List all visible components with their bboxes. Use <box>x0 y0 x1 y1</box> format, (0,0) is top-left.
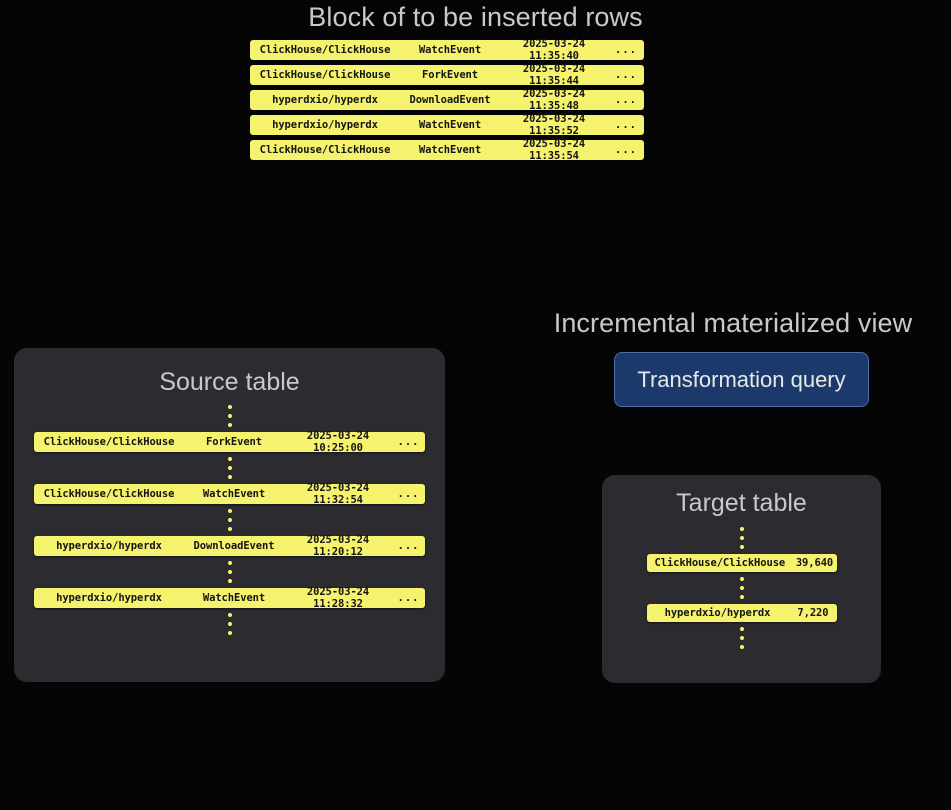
ellipsis-dot <box>227 613 232 617</box>
row-more-columns-ellipsis: ... <box>615 94 637 106</box>
table-row: hyperdxio/hyperdx WatchEvent 2025-03-24 11… <box>250 113 644 137</box>
row-repo: hyperdxio/hyperdx <box>272 94 378 106</box>
ellipsis-dot <box>227 414 232 418</box>
row-timestamp: 2025-03-24 11:28:32 <box>306 586 370 610</box>
row-repo: hyperdxio/hyperdx <box>664 607 771 619</box>
row-event: WatchEvent <box>202 592 266 604</box>
ellipsis-dot <box>227 405 232 409</box>
row-count: 7,220 <box>797 607 829 619</box>
ellipsis-dot <box>227 561 232 565</box>
row-timestamp: 2025-03-24 10:25:00 <box>306 430 370 454</box>
table-row: hyperdxio/hyperdx DownloadEvent 2025-03-24… <box>250 88 644 112</box>
target-table-panel: Target table ClickHouse/ClickHouse 39,640… <box>602 475 881 683</box>
row-timestamp: 2025-03-24 11:32:54 <box>306 482 370 506</box>
target-ellipsis <box>739 527 744 549</box>
ellipsis-dot <box>227 466 232 470</box>
row-more-columns-ellipsis: ... <box>615 144 637 156</box>
row-more-columns-ellipsis: ... <box>397 540 420 552</box>
source-ellipsis <box>34 457 425 479</box>
table-row: ClickHouse/ClickHouse ForkEvent 2025-03-24… <box>34 430 425 454</box>
source-ellipsis <box>34 405 425 427</box>
ellipsis-dot <box>227 622 232 626</box>
row-repo: ClickHouse/ClickHouse <box>259 144 391 156</box>
ellipsis-dot <box>227 509 232 513</box>
row-event: ForkEvent <box>422 69 478 81</box>
table-row: hyperdxio/hyperdx WatchEvent 2025-03-24 11… <box>34 586 425 610</box>
ellipsis-dot <box>739 577 744 581</box>
row-repo: ClickHouse/ClickHouse <box>43 488 175 500</box>
transformation-query-box[interactable]: Transformation query <box>614 352 869 407</box>
transformation-query-label: Transformation query <box>637 366 846 392</box>
ellipsis-dot <box>227 527 232 531</box>
materialized-view-title: Incremental materialized view <box>553 308 913 338</box>
row-event: ForkEvent <box>206 436 262 448</box>
table-row: hyperdxio/hyperdx 7,220 <box>646 604 837 622</box>
row-timestamp: 2025-03-24 11:35:48 <box>522 88 586 112</box>
ellipsis-dot <box>739 586 744 590</box>
ellipsis-dot <box>227 570 232 574</box>
ellipsis-dot <box>739 636 744 640</box>
row-repo: hyperdxio/hyperdx <box>56 592 162 604</box>
ellipsis-dot <box>739 595 744 599</box>
source-table-rows: ClickHouse/ClickHouse ForkEvent 2025-03-24… <box>34 405 425 635</box>
ellipsis-dot <box>227 518 232 522</box>
table-row: ClickHouse/ClickHouse 39,640 <box>646 554 837 572</box>
ellipsis-dot <box>739 645 744 649</box>
source-ellipsis <box>34 561 425 583</box>
target-ellipsis <box>739 577 744 599</box>
row-event: WatchEvent <box>418 119 482 131</box>
target-table-rows: ClickHouse/ClickHouse 39,640 hyperdxio/hyp… <box>602 522 881 654</box>
row-repo: hyperdxio/hyperdx <box>56 540 162 552</box>
ellipsis-dot <box>739 627 744 631</box>
row-repo: ClickHouse/ClickHouse <box>654 557 786 569</box>
row-more-columns-ellipsis: ... <box>615 44 637 56</box>
ellipsis-dot <box>227 631 232 635</box>
row-event: DownloadEvent <box>409 94 491 106</box>
row-event: WatchEvent <box>418 44 482 56</box>
target-table-title: Target table <box>676 489 807 517</box>
row-timestamp: 2025-03-24 11:35:54 <box>522 138 586 162</box>
ellipsis-dot <box>227 579 232 583</box>
source-ellipsis <box>34 509 425 531</box>
row-repo: ClickHouse/ClickHouse <box>43 436 175 448</box>
target-ellipsis <box>739 627 744 649</box>
source-ellipsis <box>34 613 425 635</box>
block-title: Block of to be inserted rows <box>308 2 643 32</box>
row-timestamp: 2025-03-24 11:35:44 <box>522 63 586 87</box>
row-timestamp: 2025-03-24 11:20:12 <box>306 534 370 558</box>
ellipsis-dot <box>227 457 232 461</box>
row-more-columns-ellipsis: ... <box>397 436 420 448</box>
table-row: ClickHouse/ClickHouse WatchEvent 2025-03-2… <box>250 138 644 162</box>
row-more-columns-ellipsis: ... <box>615 119 637 131</box>
row-timestamp: 2025-03-24 11:35:52 <box>522 113 586 137</box>
ellipsis-dot <box>739 536 744 540</box>
source-table-title: Source table <box>159 368 300 396</box>
row-event: WatchEvent <box>418 144 482 156</box>
source-table-panel: Source table ClickHouse/ClickHouse ForkEv… <box>14 348 445 682</box>
row-timestamp: 2025-03-24 11:35:40 <box>522 38 586 62</box>
row-event: WatchEvent <box>202 488 266 500</box>
row-more-columns-ellipsis: ... <box>615 69 637 81</box>
ellipsis-dot <box>227 423 232 427</box>
ellipsis-dot <box>739 545 744 549</box>
table-row: ClickHouse/ClickHouse ForkEvent 2025-03-24… <box>250 63 644 87</box>
row-repo: hyperdxio/hyperdx <box>272 119 378 131</box>
table-row: ClickHouse/ClickHouse WatchEvent 2025-03-2… <box>250 38 644 62</box>
table-row: hyperdxio/hyperdx DownloadEvent 2025-03-24… <box>34 534 425 558</box>
ellipsis-dot <box>227 475 232 479</box>
row-count: 39,640 <box>795 557 834 569</box>
ellipsis-dot <box>739 527 744 531</box>
row-more-columns-ellipsis: ... <box>397 488 420 500</box>
row-event: DownloadEvent <box>193 540 275 552</box>
row-repo: ClickHouse/ClickHouse <box>259 44 391 56</box>
row-repo: ClickHouse/ClickHouse <box>259 69 391 81</box>
table-row: ClickHouse/ClickHouse WatchEvent 2025-03-2… <box>34 482 425 506</box>
row-more-columns-ellipsis: ... <box>397 592 420 604</box>
